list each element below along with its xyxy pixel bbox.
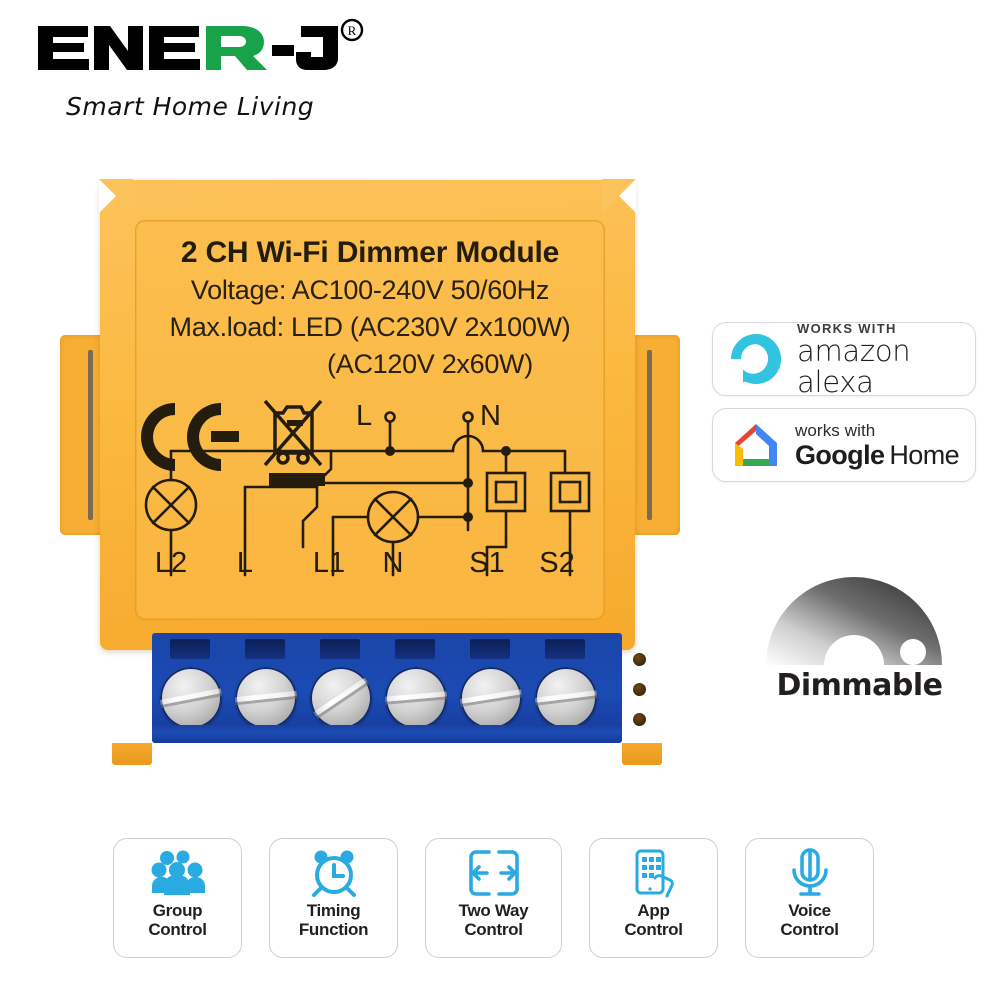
terminal-port xyxy=(545,639,585,659)
housing-vent-hole xyxy=(633,683,646,696)
badge-works-with-label: WORKS WITH xyxy=(797,321,897,337)
dimmer-arc-icon xyxy=(766,577,942,665)
feature-label-line1: Group xyxy=(152,901,203,920)
housing-vent-hole xyxy=(633,653,646,666)
two-way-arrows-icon xyxy=(465,848,523,898)
terminal-screw xyxy=(160,667,222,729)
terminal-block xyxy=(152,633,622,743)
diagram-supply-label-n: N xyxy=(480,400,501,432)
housing-vent-hole xyxy=(633,713,646,726)
brand-logo: R Smart Home Living xyxy=(36,18,366,128)
terminal-label-n: N xyxy=(382,547,404,579)
housing-foot-left xyxy=(112,743,152,765)
terminal-screw xyxy=(385,667,447,729)
product-module: 2 CH Wi-Fi Dimmer Module Voltage: AC100-… xyxy=(60,175,680,765)
terminal-label-l1: L1 xyxy=(312,547,346,579)
group-people-icon xyxy=(150,848,206,898)
terminal-label-s1: S1 xyxy=(469,547,505,579)
google-home-house-icon xyxy=(735,424,777,466)
diagram-supply-label-l: L xyxy=(356,400,373,432)
feature-label-line1: Timing xyxy=(306,901,361,920)
housing-chamfer-right xyxy=(602,179,636,213)
product-label-panel: 2 CH Wi-Fi Dimmer Module Voltage: AC100-… xyxy=(135,220,605,620)
feature-cards-row: Group Control Timing Function xyxy=(113,838,903,958)
terminal-port xyxy=(320,639,360,659)
badge-brand-name: amazon alexa xyxy=(797,334,911,399)
dimmable-label: Dimmable xyxy=(776,668,943,703)
ce-mark xyxy=(141,403,239,471)
terminal-port xyxy=(170,639,210,659)
badge-works-with-label: works with xyxy=(795,420,876,440)
circuit-lines xyxy=(144,411,591,577)
badge-brand-name-light: Home xyxy=(889,439,960,470)
terminal-label-l2: L2 xyxy=(154,547,188,579)
dimmable-indicator: Dimmable xyxy=(752,570,967,725)
phone-hand-icon xyxy=(628,848,680,898)
mounting-slot-left xyxy=(88,350,93,520)
microphone-icon xyxy=(787,848,833,898)
terminal-port xyxy=(245,639,285,659)
housing-chamfer-left xyxy=(99,179,133,213)
terminal-block-lip xyxy=(152,725,622,743)
alexa-ring-icon xyxy=(731,333,782,384)
svg-text:R: R xyxy=(348,23,357,38)
feature-card-timing-function[interactable]: Timing Function xyxy=(269,838,398,958)
voltage-spec: Voltage: AC100-240V 50/60Hz xyxy=(190,275,550,305)
product-title: 2 CH Wi-Fi Dimmer Module xyxy=(180,236,560,269)
terminal-screw xyxy=(460,667,522,729)
feature-label-line1: Voice xyxy=(788,901,831,920)
feature-card-app-control[interactable]: App Control xyxy=(589,838,718,958)
terminal-screw xyxy=(310,667,372,729)
feature-card-two-way-control[interactable]: Two Way Control xyxy=(425,838,562,958)
weee-bin-icon xyxy=(263,399,323,467)
badge-brand-name-bold: Google xyxy=(795,439,885,470)
terminal-port xyxy=(395,639,435,659)
brand-tagline: Smart Home Living xyxy=(66,92,315,121)
weee-bar xyxy=(269,473,325,486)
feature-card-voice-control[interactable]: Voice Control xyxy=(745,838,874,958)
badge-amazon-alexa: WORKS WITH amazon alexa xyxy=(712,321,976,399)
feature-label-line2: Control xyxy=(464,920,523,940)
mounting-wing-right xyxy=(632,335,680,535)
terminal-port xyxy=(470,639,510,659)
feature-label-line2: Control xyxy=(780,920,839,940)
ener-j-logo-mark: R xyxy=(38,18,364,70)
wiring-diagram xyxy=(141,399,591,577)
maxload-spec-230v: Max.load: LED (AC230V 2x100W) xyxy=(169,312,571,342)
terminal-label-l: L xyxy=(236,547,254,579)
feature-label-line2: Control xyxy=(624,920,683,940)
terminal-screw xyxy=(235,667,297,729)
feature-label-line2: Control xyxy=(148,920,207,940)
terminal-screw xyxy=(535,667,597,729)
maxload-spec-120v: (AC120V 2x60W) xyxy=(327,349,533,379)
feature-label-line2: Function xyxy=(298,920,369,940)
housing-foot-right xyxy=(622,743,662,765)
mounting-slot-right xyxy=(647,350,652,520)
feature-card-group-control[interactable]: Group Control xyxy=(113,838,242,958)
feature-label-line1: App xyxy=(637,901,670,920)
feature-label-line1: Two Way xyxy=(458,901,529,920)
terminal-label-s2: S2 xyxy=(539,547,575,579)
alarm-clock-icon xyxy=(308,848,360,898)
